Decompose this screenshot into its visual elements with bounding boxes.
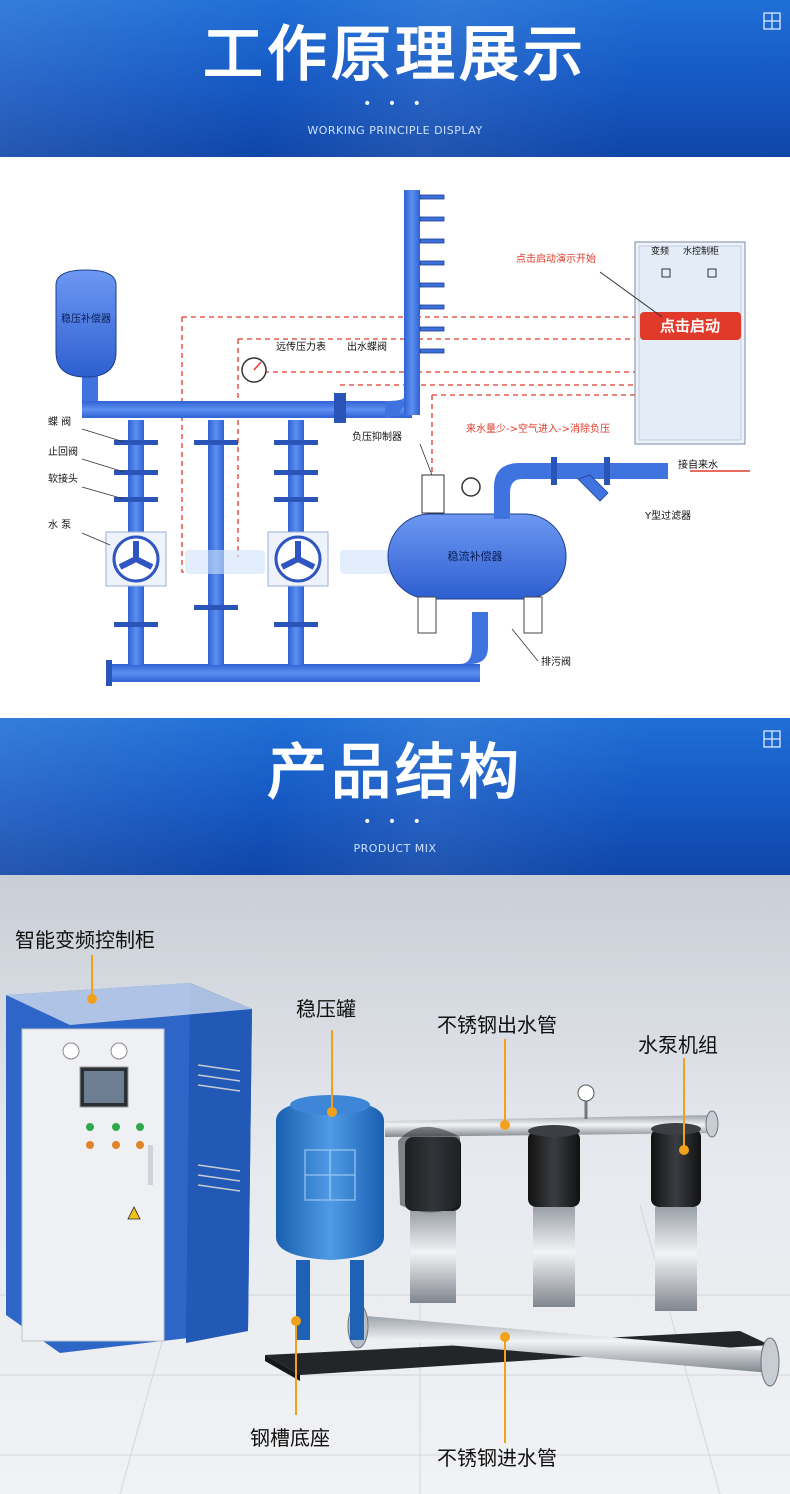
svg-text:软接头: 软接头 xyxy=(48,472,78,485)
riser-taps xyxy=(419,194,445,354)
svg-text:水 泵: 水 泵 xyxy=(48,519,71,531)
label-tank: 稳压罐 xyxy=(296,997,356,1021)
svg-text:水控制柜: 水控制柜 xyxy=(683,245,719,257)
start-button[interactable] xyxy=(640,312,741,340)
pump-unit xyxy=(398,1123,701,1311)
svg-text:来水量少->空气进入->消除负压: 来水量少->空气进入->消除负压 xyxy=(466,422,610,435)
header-pipe xyxy=(82,401,412,418)
label-pump-unit: 水泵机组 xyxy=(638,1033,718,1057)
section-title: 工作原理展示 xyxy=(203,20,587,90)
pump-right xyxy=(267,531,329,587)
section-title: 产品结构 xyxy=(267,738,523,808)
dots-divider: • • • xyxy=(363,96,427,112)
pressure-tank-top: 稳压补偿器 xyxy=(55,269,117,378)
label-cabinet: 智能变频控制柜 xyxy=(15,928,155,952)
control-cabinet-diagram: 变频 水控制柜 点击启动 xyxy=(634,241,746,445)
bottom-pipe xyxy=(110,664,480,682)
riser-pipe xyxy=(404,190,420,415)
svg-text:Y型过滤器: Y型过滤器 xyxy=(644,509,691,522)
svg-text:稳流补偿器: 稳流补偿器 xyxy=(448,549,503,563)
grid-icon xyxy=(763,730,781,748)
svg-text:变频: 变频 xyxy=(651,245,669,257)
dots-divider: • • • xyxy=(363,814,427,830)
diagram-svg: 稳压补偿器 稳流补偿器 xyxy=(48,190,750,686)
pump-left xyxy=(105,531,167,587)
banner-working-principle: 工作原理展示 • • • WORKING PRINCIPLE DISPLAY xyxy=(0,0,790,157)
svg-text:出水蝶阀: 出水蝶阀 xyxy=(347,340,387,353)
svg-text:止回阀: 止回阀 xyxy=(48,445,78,458)
label-outlet-pipe: 不锈钢出水管 xyxy=(437,1013,557,1037)
section-subtitle: WORKING PRINCIPLE DISPLAY xyxy=(307,124,483,137)
svg-text:蝶 阀: 蝶 阀 xyxy=(48,415,71,428)
section-subtitle: PRODUCT MIX xyxy=(353,842,437,855)
svg-text:负压抑制器: 负压抑制器 xyxy=(352,430,402,443)
banner-product-mix: 产品结构 • • • PRODUCT MIX xyxy=(0,718,790,875)
svg-text:远传压力表: 远传压力表 xyxy=(276,340,326,353)
control-cabinet xyxy=(6,983,252,1353)
label-base: 钢槽底座 xyxy=(250,1426,330,1450)
svg-text:点击启动演示开始: 点击启动演示开始 xyxy=(516,252,596,265)
working-principle-diagram: 稳压补偿器 稳流补偿器 xyxy=(0,157,790,720)
svg-text:排污阀: 排污阀 xyxy=(541,655,571,668)
leader-lines xyxy=(87,955,689,1443)
pressure-tank xyxy=(276,1095,384,1340)
label-inlet-pipe: 不锈钢进水管 xyxy=(437,1446,557,1470)
main-tank: 稳流补偿器 xyxy=(387,513,567,634)
grid-icon xyxy=(763,12,781,30)
svg-text:接自来水: 接自来水 xyxy=(678,458,718,471)
product-scene xyxy=(0,875,790,1494)
svg-text:点击启动: 点击启动 xyxy=(660,317,720,335)
svg-text:稳压补偿器: 稳压补偿器 xyxy=(61,312,111,325)
product-structure: 智能变频控制柜 稳压罐 不锈钢出水管 水泵机组 钢槽底座 不锈钢进水管 xyxy=(0,875,790,1494)
